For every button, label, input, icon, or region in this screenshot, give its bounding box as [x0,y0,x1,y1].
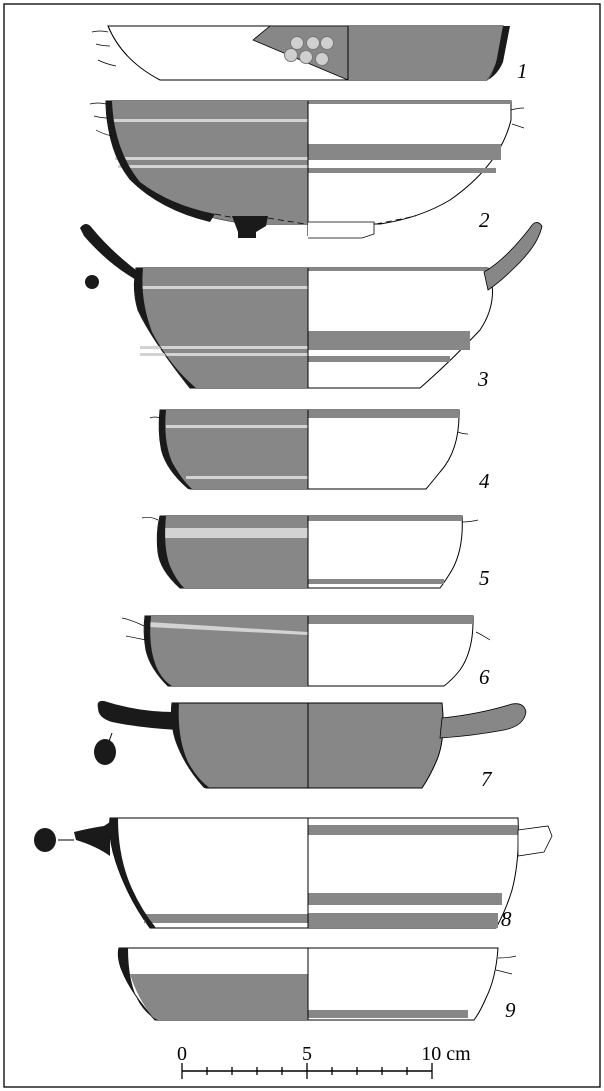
vessel-8: 8 [34,817,553,931]
vessel-1-stamp [320,36,334,50]
vessel-8-number: 8 [501,907,512,931]
vessel-6: 6 [121,615,491,689]
vessel-8-handle-section [34,828,56,852]
vessel-3-band [308,356,450,362]
vessel-6-band [308,616,473,624]
vessel-3-glaze-half [134,268,308,388]
scale-label-five: 5 [302,1043,312,1065]
scale-bar: 0 5 10 cm [177,1043,471,1079]
vessel-5-light-band [162,528,308,538]
vessel-4-band [308,410,459,418]
vessel-5-section [157,516,184,588]
vessel-1-stamp [284,48,298,62]
vessel-7: 7 [94,700,527,791]
vessel-3-light-band [140,286,308,289]
scale-label-zero: 0 [177,1043,187,1065]
vessel-5: 5 [141,515,490,590]
vessel-2-band [308,101,511,104]
scale-label-ten: 10 cm [421,1043,471,1065]
vessel-4-profile-ticks [149,416,469,435]
vessel-7-handle-right [439,703,527,739]
vessel-3-handle-section [85,275,99,289]
vessel-2-light-band [113,119,308,122]
vessel-8-band [308,913,498,928]
vessel-8-band [308,893,502,905]
vessel-2-foot [308,221,375,239]
vessel-3-number: 3 [477,367,489,391]
vessel-4-glaze-half [159,410,308,489]
vessel-9-glaze-half [130,974,308,1020]
vessel-7-handle-section [94,739,116,765]
vessel-2: 2 [89,100,525,239]
vessel-7-section [171,703,210,788]
vessel-2-number: 2 [479,208,490,232]
vessel-2-section [106,101,215,222]
vessel-7-number: 7 [481,767,493,791]
vessel-2-restored-line [214,213,417,225]
vessel-7-handle-left [97,700,178,730]
vessel-8-handle-right [517,825,553,857]
vessel-9: 9 [117,947,517,1022]
vessel-2-foot-section [232,216,268,238]
vessel-3-light-band [140,346,308,349]
vessel-1-section [488,26,510,80]
vessel-4-light-band [186,476,308,479]
vessel-3-band [308,331,470,350]
vessel-8-section [109,818,156,928]
vessel-8-handle-left [74,822,110,856]
vessel-3-band [308,268,488,271]
vessel-1-stamp [290,36,304,50]
vessel-2-light-band [118,165,308,168]
vessel-1-glaze-half [348,26,503,80]
vessel-1: 1 [91,25,528,83]
vessel-7-body [171,702,444,789]
vessel-4-light-band [166,425,308,428]
vessel-5-band [308,516,462,521]
vessel-9-band [308,1010,468,1018]
vessel-5-number: 5 [479,566,490,590]
vessel-9-number: 9 [505,998,516,1022]
vessel-6-section [144,616,172,686]
vessel-8-band [308,825,518,835]
vessel-6-light-band [148,622,308,635]
vessel-5-profile-ticks [141,516,479,523]
vessel-2-light-band [115,157,308,160]
vessel-2-band [308,144,501,160]
vessel-9-section [118,948,158,1020]
vessel-8-band [144,914,308,923]
vessel-4-number: 4 [479,469,490,493]
vessel-3-light-band [140,353,308,356]
vessel-4: 4 [149,409,490,493]
vessel-5-glaze-half [157,516,308,588]
vessel-3: 3 [80,222,543,391]
vessel-4-section [158,410,192,489]
vessel-2-band [308,168,496,173]
vessel-1-stamp [306,36,320,50]
vessel-1-number: 1 [517,59,528,83]
vessel-3-section [134,268,196,388]
vessel-1-stamp [315,52,329,66]
vessel-1-stamp [299,50,313,64]
vessel-1-profile-ticks [91,30,117,67]
vessel-3-handle-left [80,224,140,282]
vessel-3-handle-right [483,222,543,291]
vessel-6-glaze-half [144,616,308,686]
vessel-5-band [308,579,444,584]
vessel-9-profile-ticks [495,955,517,975]
vessel-2-profile-ticks [89,102,525,137]
vessel-6-number: 6 [479,665,490,689]
vessel-6-profile-ticks [121,617,491,641]
